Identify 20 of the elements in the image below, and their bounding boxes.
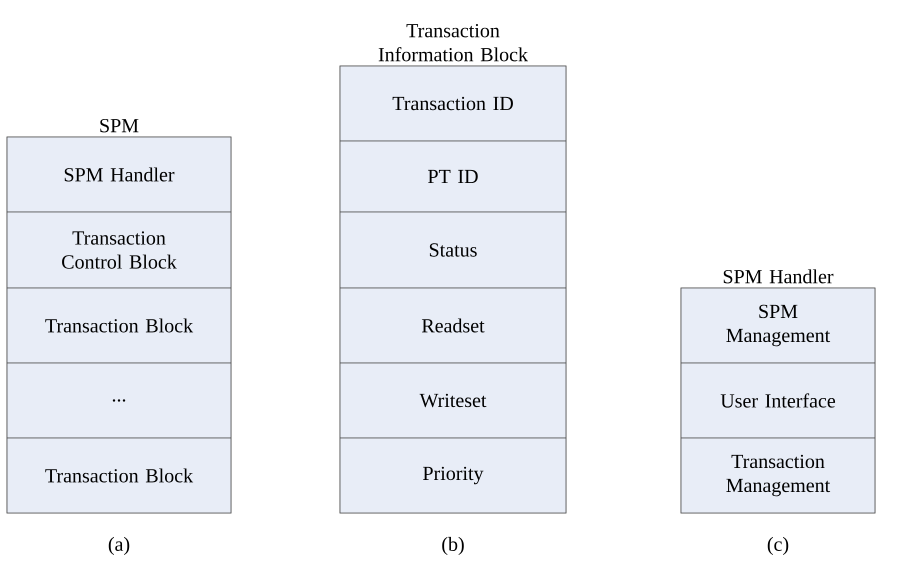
stack-cell: SPM Handler bbox=[6, 136, 232, 212]
stack-cell: SPM Management bbox=[680, 288, 876, 364]
stack-cell: Transaction Management bbox=[680, 438, 876, 514]
node-label: Transaction Information Block bbox=[378, 24, 528, 62]
stack-cell: Transaction Control Block bbox=[6, 212, 232, 288]
caption: (b) bbox=[442, 536, 464, 556]
stack-cell: Writeset bbox=[340, 362, 566, 438]
caption: (a) bbox=[108, 536, 130, 556]
caption: (c) bbox=[768, 536, 788, 556]
node-label: SPM Handler bbox=[724, 269, 834, 284]
stack-cell: Priority bbox=[340, 438, 566, 514]
stack-cell: Transaction Block bbox=[6, 288, 232, 364]
stack-cell: Transaction ID bbox=[340, 66, 566, 142]
stack-cell: User Interface bbox=[680, 362, 876, 438]
stack-cell: Status bbox=[340, 212, 566, 288]
stack-cell: PT ID bbox=[340, 140, 566, 212]
stack-cell: Transaction Block bbox=[6, 438, 232, 514]
node-label: SPM bbox=[100, 118, 138, 132]
stack-cell: Readset bbox=[340, 288, 566, 364]
stack-cell: ... bbox=[6, 362, 232, 438]
